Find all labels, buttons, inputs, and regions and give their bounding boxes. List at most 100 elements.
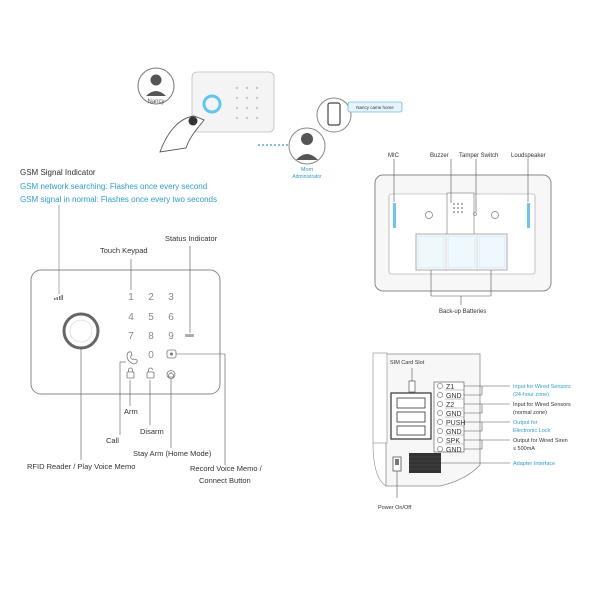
disarm-lock-icon[interactable] bbox=[146, 371, 155, 379]
admin-label: Administrator bbox=[292, 174, 322, 180]
arm-label: Arm bbox=[124, 407, 138, 416]
pin-gnd-4: GND bbox=[446, 447, 462, 454]
terminal-leaders bbox=[441, 385, 510, 464]
disarm-lock-shackle bbox=[148, 367, 153, 372]
sim-slot-label: SIM Card Slot bbox=[390, 360, 425, 366]
terminal-pin-labels: Z1 GND Z2 GND PUSH GND SPK GND bbox=[446, 384, 465, 454]
push-desc-1: Output for bbox=[513, 420, 538, 426]
terminal-screws bbox=[437, 383, 443, 452]
spk-desc-2: ≤ 500mA bbox=[513, 446, 535, 452]
key-3[interactable]: 3 bbox=[168, 292, 174, 303]
push-desc-2: Electronic Lock bbox=[513, 428, 551, 434]
mom-avatar bbox=[288, 127, 326, 165]
nancy-avatar bbox=[137, 67, 175, 105]
adapter-label: Adapter Interface bbox=[513, 461, 555, 467]
sim-card-holder[interactable] bbox=[390, 392, 432, 440]
back-leaders bbox=[393, 159, 529, 305]
battery-3 bbox=[478, 235, 506, 269]
rfid-tag-icon bbox=[188, 116, 198, 126]
mom-head-icon bbox=[301, 133, 313, 145]
nancy-body-icon bbox=[146, 91, 166, 96]
gsm-title: GSM Signal Indicator bbox=[20, 168, 96, 177]
mic-strip bbox=[393, 203, 396, 228]
arm-icons bbox=[126, 367, 176, 379]
spk-desc-1: Output for Wired Siren bbox=[513, 438, 568, 444]
power-switch-knob bbox=[395, 459, 399, 465]
gsm-line1: GSM network searching: Flashes once ever… bbox=[20, 182, 207, 191]
record-label-1: Record Voice Memo / bbox=[190, 464, 263, 473]
key-5[interactable]: 5 bbox=[148, 312, 154, 323]
record-dot bbox=[170, 352, 173, 356]
pin-gnd-3: GND bbox=[446, 429, 462, 436]
key-6[interactable]: 6 bbox=[168, 312, 174, 323]
call-label: Call bbox=[106, 436, 119, 445]
disarm-label: Disarm bbox=[140, 427, 164, 436]
status-indicator-label: Status Indicator bbox=[165, 234, 218, 243]
mini-alarm-panel bbox=[191, 71, 275, 133]
battery-1 bbox=[417, 235, 445, 269]
z1-desc-1: Input for Wired Sensors bbox=[513, 384, 571, 390]
terminal-rail-curve bbox=[372, 442, 387, 487]
z2-desc-2: (normal zone) bbox=[513, 410, 547, 416]
touch-keypad-label: Touch Keypad bbox=[100, 246, 148, 255]
tamper-label: Tamper Switch bbox=[459, 153, 498, 159]
status-indicator-led bbox=[185, 334, 194, 337]
key-9[interactable]: 9 bbox=[168, 331, 174, 342]
stay-home-icon[interactable] bbox=[166, 370, 176, 379]
terminal-rows bbox=[445, 389, 464, 445]
nancy-head-icon bbox=[150, 74, 162, 86]
pin-z1: Z1 bbox=[446, 384, 454, 391]
sim-contacts-bottom bbox=[396, 425, 426, 436]
mom-label: Mom bbox=[301, 167, 314, 173]
pin-z2: Z2 bbox=[446, 402, 454, 409]
key-7[interactable]: 7 bbox=[128, 331, 134, 342]
adapter-interface[interactable] bbox=[409, 453, 441, 473]
gsm-signal-icon bbox=[54, 295, 63, 300]
tamper-switch bbox=[473, 212, 477, 216]
rfid-reader-ring bbox=[62, 312, 100, 350]
sim-slot-tab bbox=[408, 380, 416, 393]
buzzer-holes bbox=[453, 203, 463, 213]
stay-home-house bbox=[168, 371, 174, 378]
rfid-label: RFID Reader / Play Voice Memo bbox=[27, 462, 135, 471]
mini-rfid-ring bbox=[202, 94, 222, 114]
key-4[interactable]: 4 bbox=[128, 312, 134, 323]
pin-gnd-1: GND bbox=[446, 393, 462, 400]
sim-contacts-middle bbox=[396, 411, 426, 423]
pin-gnd-2: GND bbox=[446, 411, 462, 418]
gsm-line2: GSM signal in normal: Flashes once every… bbox=[20, 195, 217, 204]
z1-desc-2: (24-hour zone) bbox=[513, 392, 549, 398]
arm-lock-shackle bbox=[128, 367, 133, 372]
top-scene: Nancy Mom Administrator Nancy came home bbox=[137, 67, 403, 180]
loudspeaker-strip bbox=[527, 203, 530, 228]
front-leaders bbox=[80, 246, 226, 465]
key-2[interactable]: 2 bbox=[148, 292, 154, 303]
phone-icon bbox=[327, 102, 341, 126]
message-text: Nancy came home bbox=[356, 105, 394, 110]
battery-2 bbox=[447, 235, 476, 269]
key-0[interactable]: 0 bbox=[148, 350, 154, 361]
rfid-reader-inner bbox=[69, 319, 93, 343]
key-8[interactable]: 8 bbox=[148, 331, 154, 342]
buzzer-label: Buzzer bbox=[430, 153, 449, 159]
adapter-grille bbox=[409, 456, 441, 470]
arm-lock-icon[interactable] bbox=[126, 371, 135, 379]
z2-desc-1: Input for Wired Sensors bbox=[513, 402, 571, 408]
keyhole-left bbox=[425, 211, 433, 219]
front-panel-body bbox=[30, 269, 221, 395]
mini-keypad-dots bbox=[235, 86, 259, 120]
power-label: Power On/Off bbox=[378, 505, 412, 511]
record-label-2: Connect Button bbox=[199, 476, 251, 485]
back-panel: MIC Buzzer Tamper Switch Loudspeaker Bac… bbox=[374, 153, 552, 315]
terminal-detail: Z1 GND Z2 GND PUSH GND SPK GND bbox=[372, 352, 571, 511]
keyhole-right bbox=[491, 211, 499, 219]
batteries-label: Back-up Batteries bbox=[439, 309, 486, 315]
terminal-side-rail bbox=[372, 352, 388, 444]
pin-spk: SPK bbox=[446, 438, 460, 445]
call-icon[interactable] bbox=[126, 351, 138, 365]
pin-push: PUSH bbox=[446, 420, 465, 427]
key-1[interactable]: 1 bbox=[128, 292, 134, 303]
stay-arm-label: Stay Arm (Home Mode) bbox=[133, 449, 212, 458]
mic-label: MIC bbox=[388, 153, 400, 159]
